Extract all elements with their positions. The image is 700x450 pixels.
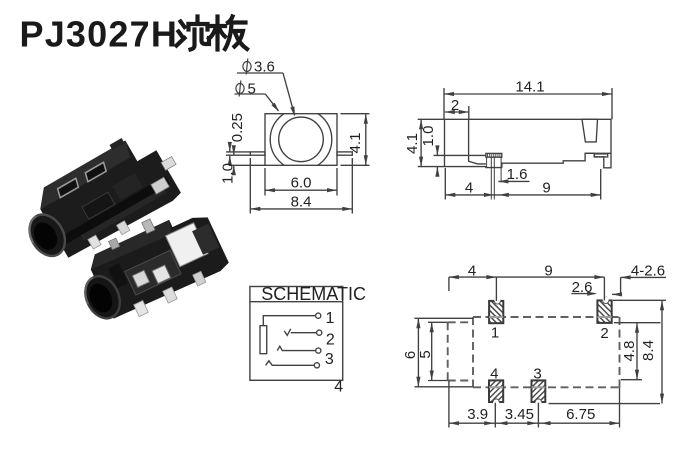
svg-text:6.0: 6.0 [291,175,312,192]
svg-text:4: 4 [334,379,343,396]
svg-text:4.1: 4.1 [404,133,421,154]
svg-text:6: 6 [402,351,419,359]
svg-text:5: 5 [248,81,256,98]
svg-text:3: 3 [533,366,541,383]
svg-text:1.6: 1.6 [507,166,528,183]
svg-text:3: 3 [325,351,334,368]
svg-text:9: 9 [542,179,550,196]
svg-text:3.6: 3.6 [254,59,275,76]
svg-text:4: 4 [465,179,473,196]
svg-text:1: 1 [326,310,335,327]
svg-text:3.45: 3.45 [505,406,534,423]
svg-text:14.1: 14.1 [515,79,544,96]
svg-text:1.0: 1.0 [220,163,237,184]
svg-text:4.8: 4.8 [621,341,638,362]
svg-text:2: 2 [451,97,459,114]
svg-text:PJ3027H: PJ3027H [20,14,179,55]
svg-text:2: 2 [600,325,608,342]
svg-text:8.4: 8.4 [291,193,312,210]
svg-text:8.4: 8.4 [640,340,657,361]
svg-text:3.9: 3.9 [467,406,488,423]
svg-text:2: 2 [326,331,335,348]
svg-text:0.25: 0.25 [229,113,246,142]
svg-text:SCHEMATIC: SCHEMATIC [261,284,366,304]
svg-text:6.75: 6.75 [566,406,595,423]
svg-text:5: 5 [417,350,434,358]
svg-text:9: 9 [544,262,552,279]
svg-text:4: 4 [490,366,498,383]
svg-text:1.0: 1.0 [420,126,437,147]
svg-text:4.1: 4.1 [347,133,364,154]
svg-text:1: 1 [491,324,499,341]
svg-text:4-2.6: 4-2.6 [631,263,665,280]
svg-text:4: 4 [468,262,476,279]
